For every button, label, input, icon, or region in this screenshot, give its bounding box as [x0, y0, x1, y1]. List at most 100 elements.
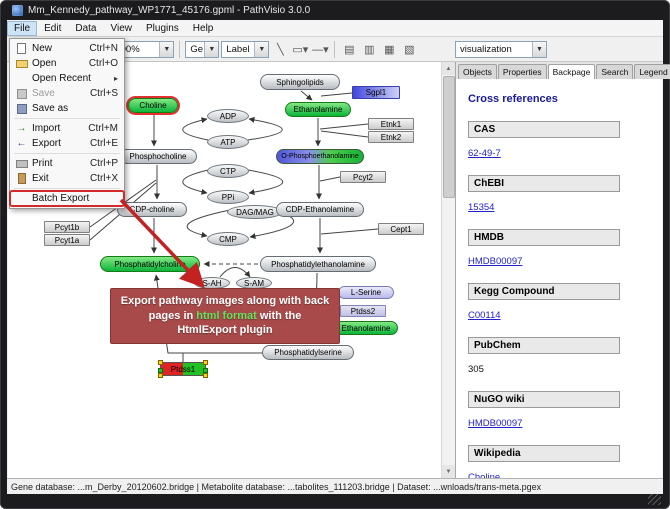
tab-backpage[interactable]: Backpage: [547, 64, 596, 80]
menu-item-new[interactable]: New Ctrl+N: [10, 41, 124, 56]
scroll-down-icon[interactable]: ▼: [442, 465, 455, 478]
pathway-node[interactable]: Phosphatidylcholine: [100, 256, 200, 272]
menu-item-export[interactable]: ← Export Ctrl+E: [10, 136, 124, 151]
menu-item-save[interactable]: Save Ctrl+S: [10, 86, 124, 101]
menu-data[interactable]: Data: [75, 22, 97, 34]
section-link[interactable]: C00114: [468, 310, 501, 321]
datanode-tool-combobox[interactable]: Ge ▼: [185, 40, 220, 58]
title-bar: Mm_Kennedy_pathway_WP1771_45176.gpml - P…: [12, 3, 310, 18]
section-link[interactable]: 62-49-7: [468, 148, 501, 159]
pathway-node[interactable]: Phosphatidylserine: [262, 345, 354, 360]
pathway-edge[interactable]: [182, 169, 209, 195]
pathway-edge[interactable]: [320, 130, 369, 138]
menu-view[interactable]: View: [110, 22, 132, 34]
pathway-node-selected[interactable]: Ptdss1: [158, 360, 208, 378]
scroll-up-icon[interactable]: ▲: [442, 62, 455, 75]
selection-handle-icon[interactable]: [158, 360, 163, 365]
section-link[interactable]: HMDB00097: [468, 418, 523, 429]
section-link[interactable]: Choline: [468, 472, 501, 478]
menu-plugins[interactable]: Plugins: [145, 22, 179, 34]
printer-icon: [14, 159, 29, 168]
selection-handle-icon[interactable]: [203, 360, 208, 365]
menu-item-exit[interactable]: Exit Ctrl+X: [10, 171, 124, 186]
pathway-node[interactable]: Cept1: [378, 223, 424, 235]
menu-item-save-as[interactable]: Save as: [10, 101, 124, 116]
pathway-node[interactable]: Etnk1: [368, 118, 414, 130]
pathway-node[interactable]: ADP: [207, 109, 249, 123]
pathway-edge[interactable]: [319, 176, 341, 182]
menu-help[interactable]: Help: [192, 22, 214, 34]
line-tool-icon[interactable]: ╲: [277, 43, 284, 56]
pathway-node[interactable]: PPi: [207, 190, 249, 204]
align-horizontal-icon[interactable]: ▤: [344, 43, 355, 56]
align-vertical-icon[interactable]: ▥: [364, 43, 375, 56]
menu-item-shortcut: Ctrl+N: [89, 43, 118, 54]
menu-edit[interactable]: Edit: [44, 22, 62, 34]
label-tool-combobox[interactable]: Label ▼: [221, 40, 270, 58]
pathway-node[interactable]: Etnk2: [368, 131, 414, 143]
chevron-down-icon[interactable]: ▼: [532, 41, 546, 57]
tab-objects[interactable]: Objects: [458, 64, 497, 79]
pathway-node[interactable]: CDP-Ethanolamine: [276, 202, 364, 217]
selection-handle-icon[interactable]: [158, 368, 163, 373]
toolbar-separator: [334, 40, 336, 58]
pathway-node[interactable]: DAG/MAG: [227, 205, 283, 219]
tab-search[interactable]: Search: [596, 64, 634, 79]
pathway-node[interactable]: ATP: [207, 135, 249, 149]
pathway-node[interactable]: Pcyt1a: [44, 234, 90, 246]
selection-handle-icon[interactable]: [158, 373, 163, 378]
pathway-node-label: Ptdss1: [170, 364, 196, 374]
pathway-node[interactable]: Ethanolamine: [285, 102, 351, 117]
pathway-node[interactable]: Ethanolamine: [334, 321, 398, 335]
connector-tool-icon[interactable]: —▾: [312, 43, 329, 56]
menu-item-print[interactable]: Print Ctrl+P: [10, 156, 124, 171]
pathway-node[interactable]: Phosphatidylethanolamine: [260, 256, 376, 272]
pathway-edge[interactable]: [320, 92, 353, 97]
section-link[interactable]: 15354: [468, 202, 495, 213]
exit-door-icon: [14, 173, 29, 184]
pathway-edge[interactable]: [219, 267, 251, 278]
app-client-area: File Edit Data View Plugins Help Zoom: 1…: [7, 20, 670, 494]
selection-handle-icon[interactable]: [203, 368, 208, 373]
resize-grip-icon[interactable]: [648, 492, 661, 505]
pathway-edge[interactable]: [319, 123, 369, 130]
pathway-node[interactable]: CDP-choline: [117, 202, 187, 217]
tab-properties[interactable]: Properties: [497, 64, 547, 79]
pathway-edge[interactable]: [300, 90, 313, 101]
stack-horizontal-icon[interactable]: ▦: [384, 43, 395, 56]
pathway-node[interactable]: Pcyt1b: [44, 221, 90, 233]
pathway-node[interactable]: CMP: [207, 232, 249, 246]
menu-item-open[interactable]: Open Ctrl+O: [10, 56, 124, 71]
pathway-node[interactable]: Ptdss2: [340, 305, 386, 317]
canvas-vertical-scrollbar[interactable]: ▲ ▼: [441, 62, 455, 478]
pathway-edge[interactable]: [320, 228, 379, 235]
pathway-node-selected[interactable]: Choline: [128, 98, 178, 113]
visualization-combobox[interactable]: visualization ▼: [455, 40, 547, 58]
import-arrow-icon: →: [16, 122, 27, 134]
chevron-down-icon[interactable]: ▼: [254, 41, 269, 57]
pathway-node[interactable]: Sgpl1: [352, 86, 400, 99]
pathway-node[interactable]: CTP: [207, 164, 249, 178]
scrollbar-thumb[interactable]: [443, 76, 455, 198]
menu-item-import[interactable]: → Import Ctrl+M: [10, 121, 124, 136]
pathway-node[interactable]: Sphingolipids: [260, 74, 340, 90]
section-link[interactable]: HMDB00097: [468, 256, 523, 267]
stack-vertical-icon[interactable]: ▧: [404, 43, 415, 56]
pathway-node[interactable]: O-Phosphoethanolamine: [276, 149, 364, 164]
backpage-section-kegg: Kegg Compound C00114: [468, 283, 650, 323]
pathway-edge[interactable]: [247, 116, 283, 141]
pathway-node[interactable]: Phosphocholine: [119, 149, 197, 164]
pathway-node[interactable]: L-Serine: [338, 286, 394, 299]
menu-item-batch-export[interactable]: Batch Export: [9, 190, 125, 207]
chevron-down-icon[interactable]: ▼: [204, 41, 219, 57]
tab-legend[interactable]: Legend: [634, 64, 670, 79]
menu-file[interactable]: File: [7, 20, 38, 36]
pathway-edge[interactable]: [182, 117, 209, 141]
menu-item-open-recent[interactable]: Open Recent ▸: [10, 71, 124, 86]
selection-handle-icon[interactable]: [203, 373, 208, 378]
pathway-node[interactable]: Pcyt2: [340, 171, 386, 183]
save-disk-icon: [14, 88, 29, 99]
shape-tool-icon[interactable]: ▭▾: [292, 43, 309, 56]
pathway-edge[interactable]: [247, 169, 284, 196]
chevron-down-icon[interactable]: ▼: [159, 41, 174, 57]
